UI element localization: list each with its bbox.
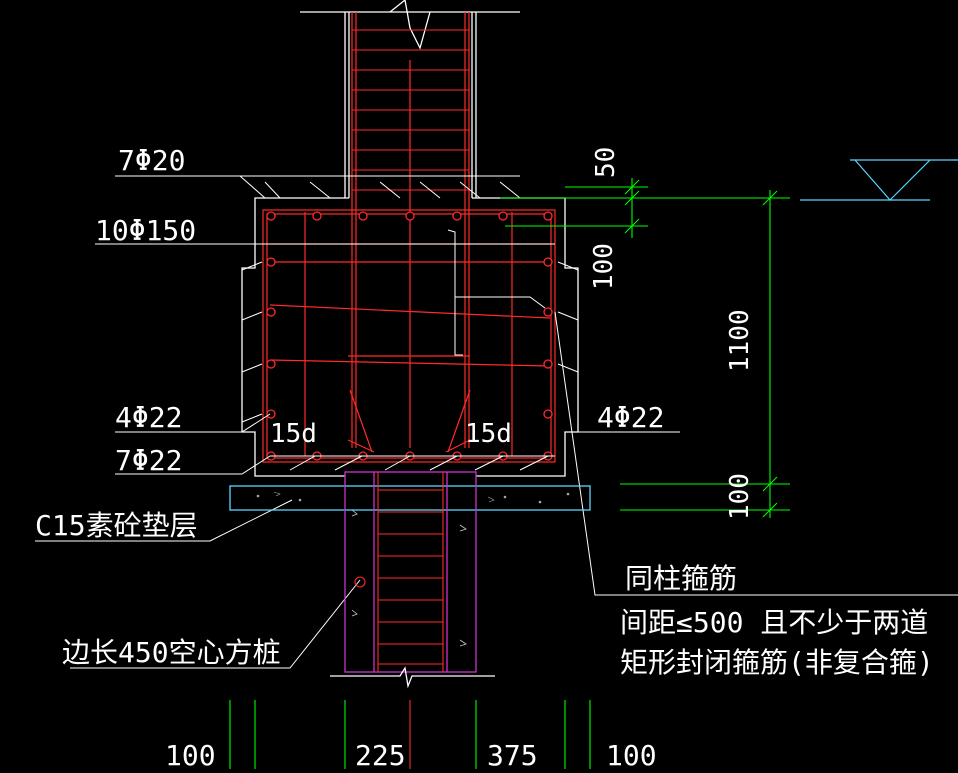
hook-detail xyxy=(447,229,546,356)
hollow-square-pile xyxy=(344,471,477,673)
column-outline xyxy=(300,11,520,198)
ground-level-mark xyxy=(800,159,958,201)
break-mark-bottom xyxy=(330,666,495,689)
label-anchor-left: 15d xyxy=(270,419,317,449)
dim-50: 50 xyxy=(591,147,621,178)
note-line-3: 矩形封闭箍筋(非复合箍) xyxy=(620,646,934,679)
leader-lines xyxy=(35,175,958,669)
dim-100-bottom: 100 xyxy=(725,473,755,520)
side-bar-ticks xyxy=(241,261,579,423)
label-side-left: 4Φ22 xyxy=(115,401,182,434)
column-stirrups xyxy=(352,29,469,191)
column-rebar xyxy=(351,12,470,448)
label-stirrups: 10Φ150 xyxy=(95,214,196,247)
label-bars-bottom: 7Φ22 xyxy=(115,444,182,477)
note-line-2: 间距≤500 且不少于两道 xyxy=(620,606,928,639)
note-line-1: 同柱箍筋 xyxy=(625,562,737,595)
horizontal-dimension-lines xyxy=(229,700,591,769)
label-bars-top: 7Φ20 xyxy=(118,144,185,177)
dim-100-top: 100 xyxy=(589,243,619,290)
vertical-dimensions xyxy=(500,178,790,518)
pile-cap-outline xyxy=(241,197,579,477)
dim-bottom-100-right: 100 xyxy=(606,739,657,769)
dim-bottom-375: 375 xyxy=(487,739,538,769)
label-anchor-right: 15d xyxy=(465,419,512,449)
dim-bottom-100-left: 100 xyxy=(165,739,216,769)
dim-1100: 1100 xyxy=(725,309,755,372)
label-cushion: C15素砼垫层 xyxy=(35,509,198,542)
label-side-right: 4Φ22 xyxy=(597,401,664,434)
cushion-layer xyxy=(229,485,591,511)
label-pile: 边长450空心方桩 xyxy=(62,636,281,669)
dim-bottom-225: 225 xyxy=(355,739,406,769)
break-mark-top xyxy=(389,0,431,50)
